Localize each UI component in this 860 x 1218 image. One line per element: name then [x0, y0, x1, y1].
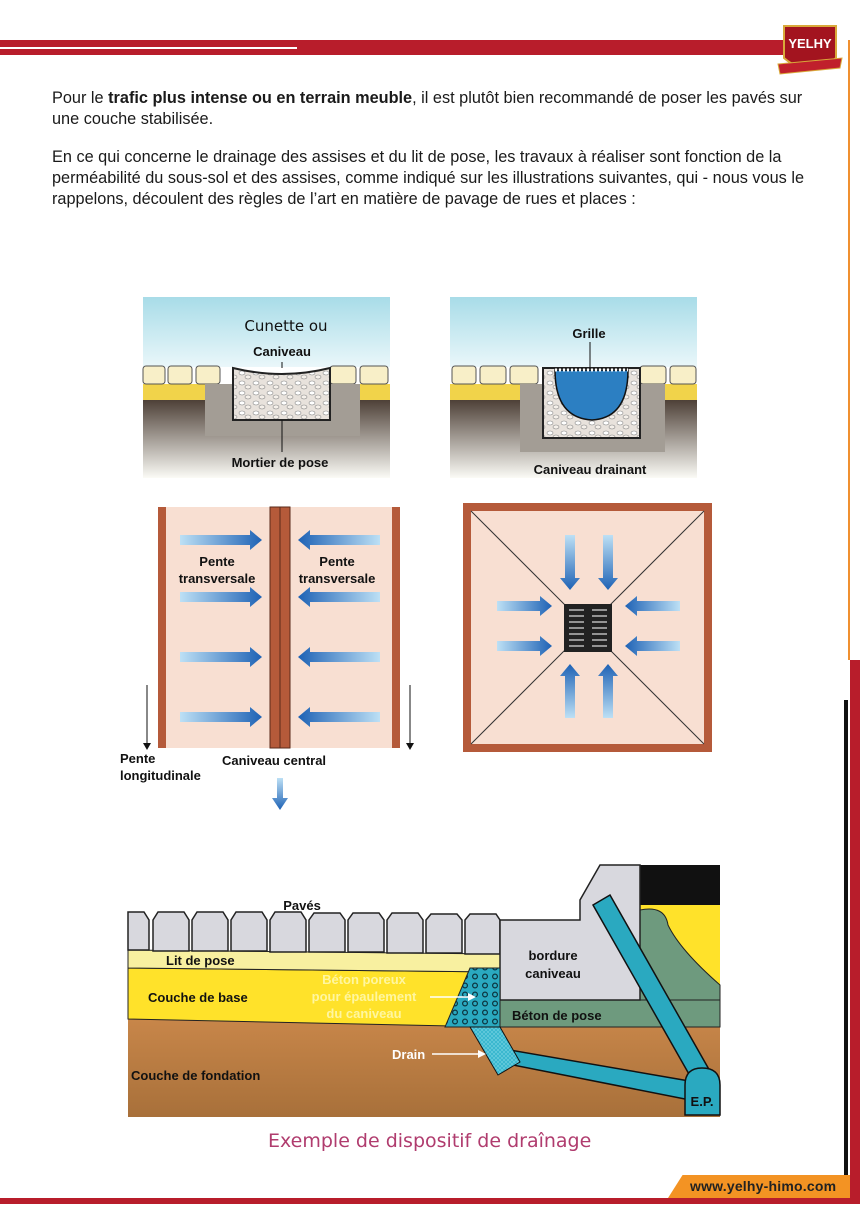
svg-text:Pavés: Pavés [283, 898, 321, 913]
svg-text:Béton de pose: Béton de pose [512, 1008, 602, 1023]
side-black-rule [844, 700, 848, 1180]
diagram-caniveau-drainant: Grille Caniveau drainant [450, 297, 697, 478]
paragraph-2: En ce qui concerne le drainage des assis… [52, 148, 805, 208]
svg-text:transversale: transversale [179, 571, 256, 586]
svg-text:YELHY: YELHY [788, 36, 832, 51]
side-rule [848, 40, 850, 660]
svg-text:Couche de fondation: Couche de fondation [131, 1068, 260, 1083]
svg-text:Béton poreux: Béton poreux [322, 972, 407, 987]
svg-text:transversale: transversale [299, 571, 376, 586]
svg-text:Caniveau drainant: Caniveau drainant [534, 462, 647, 477]
header-line [0, 47, 297, 49]
svg-text:Grille: Grille [572, 326, 605, 341]
yelhy-logo: YELHY [777, 25, 843, 75]
diagram-coupe-drainage: Pavés Lit de pose Couche de base Béton p… [127, 864, 721, 1117]
website-link[interactable]: www.yelhy-himo.com [690, 1178, 837, 1194]
svg-text:Caniveau: Caniveau [253, 344, 311, 359]
svg-text:Couche de base: Couche de base [148, 990, 248, 1005]
footer-rule [0, 1198, 860, 1204]
svg-text:Pente: Pente [319, 554, 354, 569]
svg-text:Cunette ou: Cunette ou [244, 317, 327, 335]
svg-text:Pente: Pente [199, 554, 234, 569]
svg-text:Lit de pose: Lit de pose [166, 953, 235, 968]
svg-text:bordure: bordure [528, 948, 577, 963]
header-bar [0, 40, 800, 55]
svg-text:du caniveau: du caniveau [326, 1006, 401, 1021]
svg-text:pour épaulement: pour épaulement [312, 989, 417, 1004]
paragraph-1: Pour le trafic plus intense ou en terrai… [52, 89, 803, 128]
figure-caption: Exemple de dispositif de draînage [268, 1130, 592, 1152]
svg-text:Mortier de pose: Mortier de pose [232, 455, 329, 470]
svg-text:longitudinale: longitudinale [120, 768, 201, 783]
svg-text:Drain: Drain [392, 1047, 425, 1062]
svg-text:Pente: Pente [120, 751, 155, 766]
side-red-band [850, 660, 860, 1200]
diagram-grille-centrale [463, 503, 712, 752]
svg-text:E.P.: E.P. [691, 1094, 714, 1109]
diagram-cunette: Cunette ou Caniveau Mortier de pose [142, 297, 390, 478]
footer-band [668, 1175, 850, 1198]
svg-text:Caniveau central: Caniveau central [222, 753, 326, 768]
svg-text:caniveau: caniveau [525, 966, 581, 981]
diagram-caniveau-central: Pente transversale Pente transversale Pe… [120, 506, 414, 810]
